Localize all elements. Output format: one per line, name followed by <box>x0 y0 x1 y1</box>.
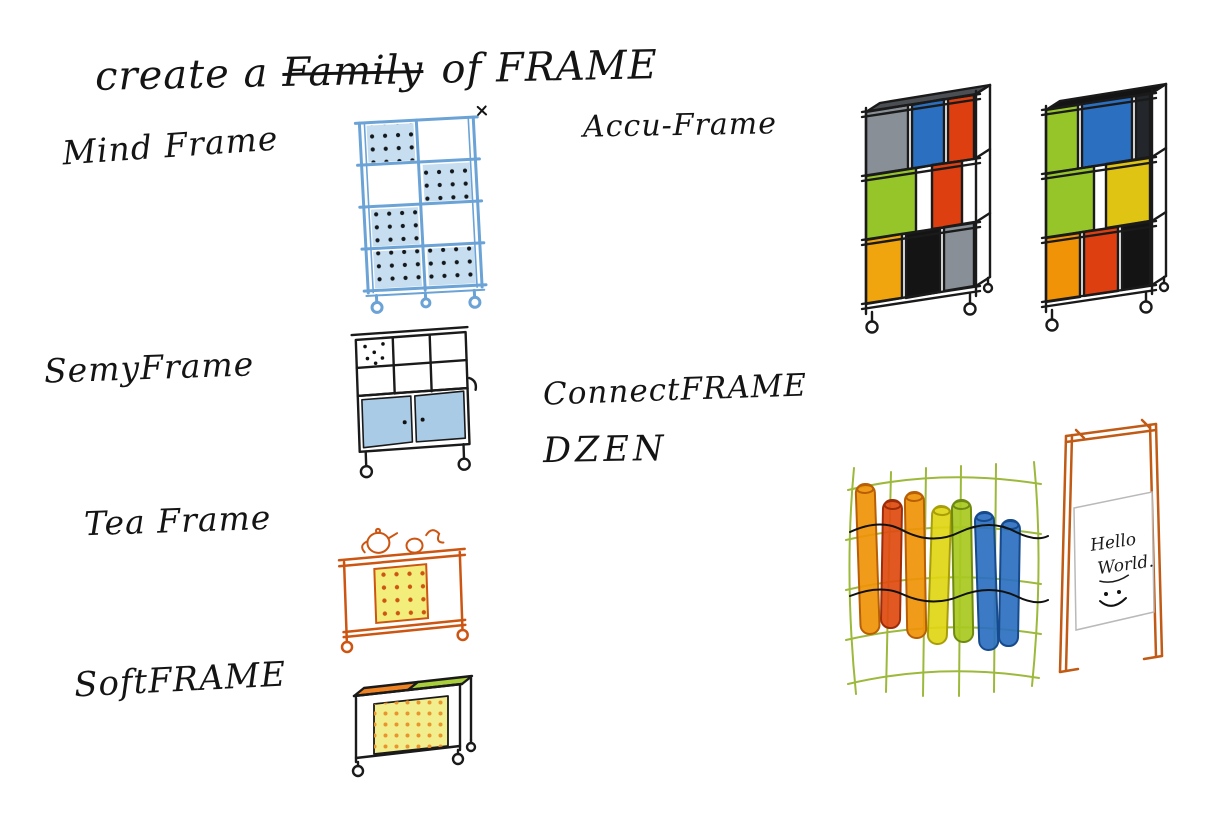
smiley-icon <box>1099 590 1127 607</box>
label-mindframe: Mind Frame <box>60 118 280 173</box>
title-suffix: of FRAME <box>440 42 659 93</box>
caster-wheels <box>370 288 482 314</box>
mindframe-shelf-drawing <box>353 105 488 314</box>
mindframe-sketch <box>346 104 498 318</box>
label-softframe: SoftFRAME <box>73 654 288 706</box>
softframe-cart-drawing <box>351 674 477 778</box>
label-connectframe: ConnectFRAME <box>542 367 808 413</box>
caster-wheels <box>340 623 469 654</box>
connectframe-drawing <box>845 461 1049 697</box>
teapot-items <box>361 527 445 554</box>
label-dzen: DZEN <box>542 428 668 472</box>
x-mark <box>476 105 488 116</box>
caster-wheels <box>865 276 994 334</box>
caster-wheels <box>359 443 471 479</box>
label-accuframe: Accu-Frame <box>582 106 778 145</box>
caster-wheels <box>1045 275 1170 332</box>
black-wires <box>849 523 1049 604</box>
polka-dots <box>363 342 385 366</box>
label-semyframe: SemyFrame <box>43 344 255 391</box>
dzen-whiteboard-sketch: Hello World. <box>1046 416 1176 701</box>
title-struck-word: Family <box>281 47 424 96</box>
colored-rolls <box>854 483 1021 651</box>
softframe-sketch <box>338 666 488 790</box>
whiteboard-panel <box>1073 491 1155 631</box>
accuframe-sketch-right <box>1022 74 1172 342</box>
whiteboard-drawing: Hello World. <box>1058 418 1164 674</box>
connectframe-screen-sketch <box>836 404 1051 716</box>
polka-dot-panels <box>366 123 476 289</box>
title-prefix: create a <box>94 50 269 100</box>
accuframe-shelf-b-drawing <box>1040 82 1170 332</box>
semyframe-cart-drawing <box>350 325 478 479</box>
caster-wheels <box>351 738 477 778</box>
teaframe-sketch <box>328 518 478 658</box>
semyframe-sketch <box>340 322 485 486</box>
accuframe-sketch-left <box>838 74 1003 342</box>
teaframe-cart-drawing <box>337 527 469 654</box>
label-teaframe: Tea Frame <box>83 497 272 544</box>
accuframe-shelf-a-drawing <box>860 83 994 334</box>
